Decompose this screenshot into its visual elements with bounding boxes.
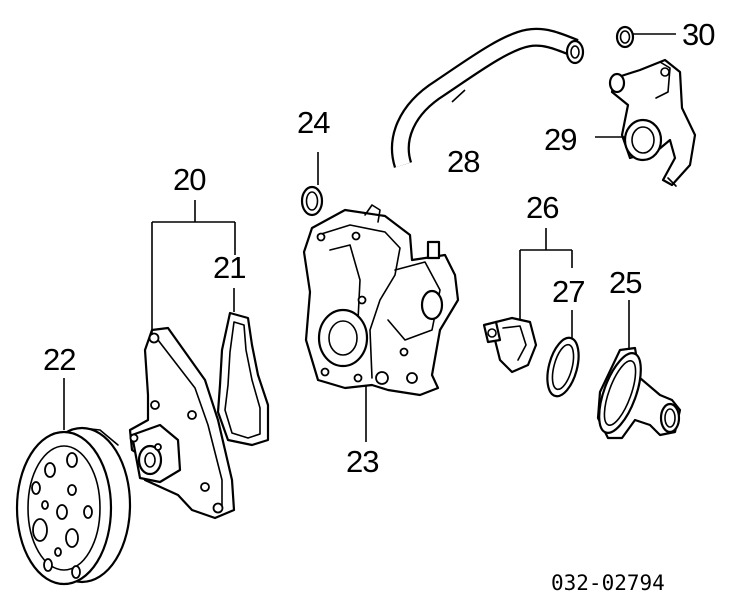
pulley-holes (31, 452, 93, 579)
label-29: 29 (544, 122, 576, 157)
o-ring-24 (300, 185, 324, 217)
label-20: 20 (173, 162, 206, 197)
part-labels: 30 28 29 24 20 21 22 23 26 27 25 (43, 17, 716, 479)
label-21: 21 (213, 250, 245, 285)
hose-28 (390, 27, 585, 168)
water-inlet-25 (596, 346, 682, 440)
o-ring-30 (615, 25, 635, 49)
label-28: 28 (447, 144, 479, 179)
label-26: 26 (526, 190, 558, 225)
leader-lines (63, 33, 676, 442)
catalog-code: 032-02794 (551, 571, 665, 595)
label-22: 22 (43, 342, 75, 377)
label-30: 30 (682, 17, 715, 52)
gasket-21 (216, 311, 270, 447)
gasket-27 (546, 336, 580, 398)
thermostat-26 (482, 316, 538, 374)
label-24: 24 (297, 105, 330, 140)
water-pump-20 (128, 326, 236, 520)
label-27: 27 (552, 274, 584, 309)
pulley-22 (15, 426, 132, 586)
label-23: 23 (346, 444, 378, 479)
label-25: 25 (609, 265, 641, 300)
housing-23 (302, 204, 460, 397)
water-outlet-29 (608, 58, 697, 187)
